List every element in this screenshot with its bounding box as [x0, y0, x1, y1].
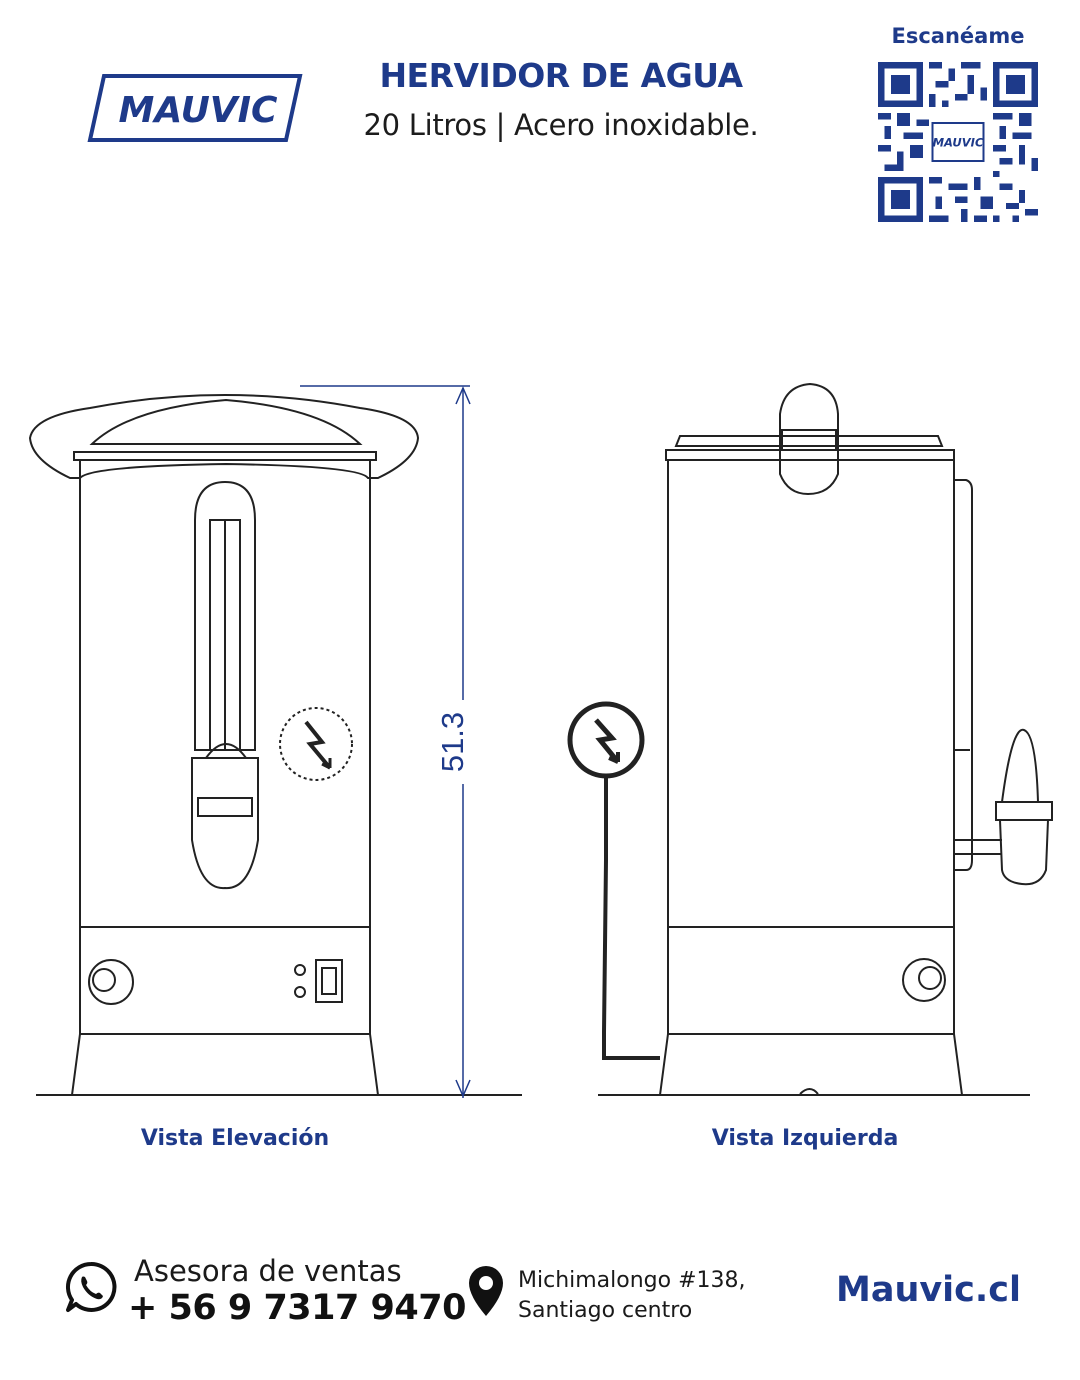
qr-logo-text: MAUVIC	[933, 135, 984, 149]
qr-code[interactable]: MAUVIC	[878, 62, 1038, 222]
whatsapp-icon[interactable]	[64, 1260, 118, 1314]
caption-front-view: Vista Elevación	[140, 1126, 330, 1151]
address-line-2: Santiago centro	[518, 1298, 693, 1323]
mauvic-logo: MAUVIC	[86, 72, 304, 144]
sales-label: Asesora de ventas	[134, 1254, 402, 1288]
sales-phone-link[interactable]: + 56 9 7317 9470	[128, 1288, 466, 1328]
qr-label: Escanéame	[891, 24, 1025, 48]
dimension-label: 51.3	[435, 712, 470, 772]
caption-left-view: Vista Izquierda	[711, 1126, 899, 1151]
page-subtitle: 20 Litros | Acero inoxidable.	[363, 108, 759, 142]
location-pin-icon	[466, 1264, 506, 1318]
logo-text: MAUVIC	[119, 90, 279, 131]
address-line-1: Michimalongo #138,	[518, 1268, 746, 1293]
front-view-kettle	[28, 394, 420, 1096]
page-title: HERVIDOR DE AGUA	[379, 56, 743, 95]
website-link[interactable]: Mauvic.cl	[836, 1270, 1021, 1310]
technical-drawing: 51.3	[0, 370, 1080, 1110]
height-dimension	[300, 385, 478, 1098]
side-view-kettle	[567, 382, 1053, 1096]
